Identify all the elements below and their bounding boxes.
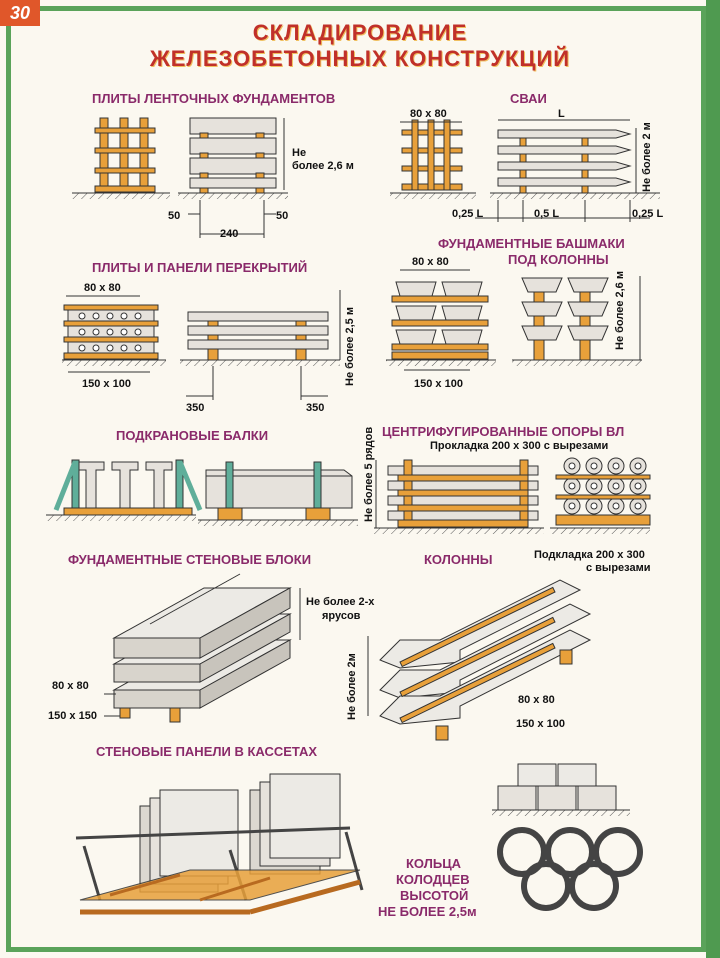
strip-plates-front: [72, 117, 170, 199]
rings-l2: КОЛОДЦЕВ: [396, 872, 470, 887]
strip-gap-left: 50: [168, 210, 181, 222]
title-line-2: ЖЕЛЕЗОБЕТОННЫХ КОНСТРУКЦИЙ: [149, 46, 571, 71]
heading-cassettes: СТЕНОВЫЕ ПАНЕЛИ В КАССЕТАХ: [96, 744, 318, 759]
piles-d1: 0,25 L: [452, 208, 484, 220]
slabs-d1: 350: [186, 402, 205, 414]
columns-height: Не более 2м: [346, 653, 358, 720]
slabs-end: [62, 295, 166, 373]
slabs-height: Не более 2,5 м: [344, 307, 356, 386]
heading-piles: СВАИ: [510, 91, 547, 106]
blocks-bottom: 150 x 150: [48, 710, 97, 722]
heading-columns: КОЛОННЫ: [424, 552, 493, 567]
strip-span: 240: [220, 228, 239, 240]
right-edge: [706, 0, 720, 958]
slabs-d2: 350: [306, 402, 325, 414]
shoes-bottom: 150 x 100: [414, 378, 463, 390]
cassettes: [75, 773, 364, 915]
heading-strip: ПЛИТЫ ЛЕНТОЧНЫХ ФУНДАМЕНТОВ: [92, 91, 336, 106]
heading-shoes-2: ПОД КОЛОННЫ: [508, 252, 609, 267]
piles-height: Не более 2 м: [641, 122, 653, 192]
crane-beams-end: [46, 459, 203, 521]
poles-side: [374, 459, 544, 534]
piles-end: [390, 119, 476, 199]
crane-beams-side: [198, 461, 358, 526]
poles-base-1: Подкладка 200 х 300: [534, 549, 645, 561]
piles-section: 80 x 80: [410, 108, 447, 120]
foundation-shoes-front: [512, 276, 642, 366]
rings-l1: КОЛЬЦА: [406, 856, 462, 871]
heading-shoes-1: ФУНДАМЕНТНЫЕ БАШМАКИ: [438, 236, 625, 251]
piles-side: [475, 119, 660, 222]
strip-plates-side: [178, 117, 288, 238]
heading-crane: ПОДКРАНОВЫЕ БАЛКИ: [116, 428, 269, 443]
title-line-1: СКЛАДИРОВАНИЕ: [252, 20, 468, 45]
piles-d2: 0,5 L: [534, 208, 560, 220]
rings-stack: [492, 763, 630, 816]
columns-top: 80 x 80: [518, 694, 555, 706]
columns-bottom: 150 x 100: [516, 718, 565, 730]
rings-l3: ВЫСОТОЙ: [400, 888, 469, 903]
poles-base-2: с вырезами: [586, 562, 651, 574]
heading-poles: ЦЕНТРИФУГИРОВАННЫЕ ОПОРЫ ВЛ: [382, 424, 625, 439]
poles-height: Не более 5 рядов: [363, 426, 375, 522]
blocks-tiers-1: Не более 2-х: [306, 596, 375, 608]
rings-top-view: [497, 827, 643, 911]
blocks-tiers-2: ярусов: [322, 610, 361, 622]
poles-end: [550, 457, 651, 534]
slabs-side: [180, 290, 341, 400]
strip-height-1: Не: [292, 147, 307, 159]
strip-height-2: более 2,6 м: [292, 160, 354, 172]
blocks-top: 80 x 80: [52, 680, 89, 692]
heading-blocks: ФУНДАМЕНТНЫЕ СТЕНОВЫЕ БЛОКИ: [68, 552, 312, 567]
foundation-shoes-side: [386, 269, 496, 371]
piles-length: L: [558, 108, 565, 120]
shoes-top: 80 x 80: [412, 256, 449, 268]
columns-stack: [367, 579, 592, 741]
strip-gap-right: 50: [276, 210, 289, 222]
page-number: 30: [0, 0, 40, 26]
piles-d3: 0,25 L: [632, 208, 664, 220]
shoes-height: Не более 2,6 м: [614, 271, 626, 350]
rings-l4: НЕ БОЛЕЕ 2,5м: [378, 904, 477, 919]
poles-spacer: Прокладка 200 х 300 с вырезами: [430, 440, 609, 452]
slabs-top: 80 x 80: [84, 282, 121, 294]
wall-blocks-stack: [104, 573, 301, 723]
green-frame: [6, 6, 706, 952]
slabs-bottom: 150 x 100: [82, 378, 131, 390]
heading-slabs: ПЛИТЫ И ПАНЕЛИ ПЕРЕКРЫТИЙ: [92, 260, 308, 275]
